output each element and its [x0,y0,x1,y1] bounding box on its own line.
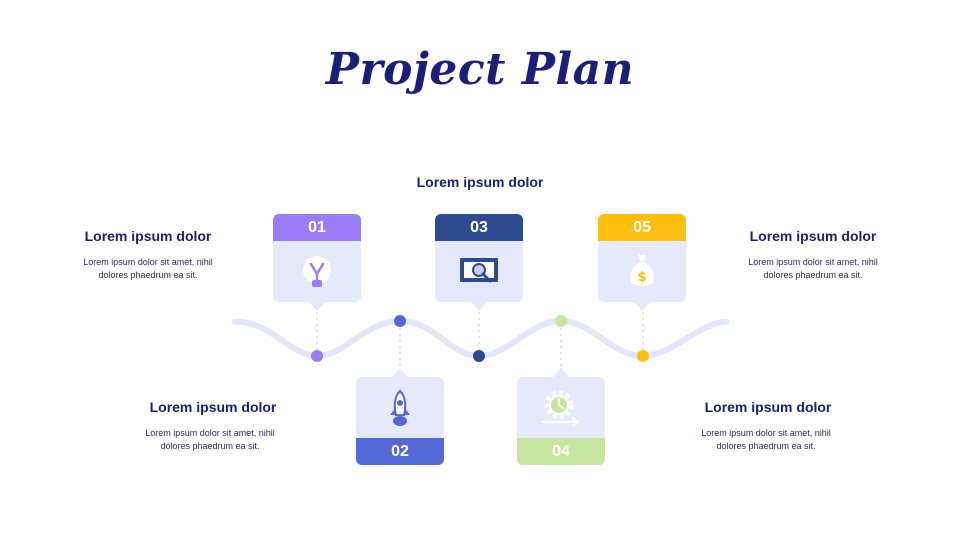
pointer-03 [471,302,487,311]
step-card-05: 05 $ [598,214,686,302]
step-card-02: 02 [356,377,444,465]
dot-05 [637,350,649,362]
pointer-01 [309,302,325,311]
note-heading-top-right: Lorem ipsum dolor [749,228,877,244]
pointer-02 [392,368,408,377]
note-heading-bottom-right: Lorem ipsum dolor [704,399,832,415]
pointer-05 [634,302,650,311]
dot-01 [311,350,323,362]
dot-03 [473,350,485,362]
note-text-bottom-left: Lorem ipsum dolor sit amet, nihil dolore… [145,428,275,451]
gear-clock-icon [541,390,580,428]
step-card-03: 03 [435,214,523,302]
note-heading-bottom-left: Lorem ipsum dolor [149,399,277,415]
svg-text:$: $ [637,270,646,285]
step-number-04: 04 [517,438,605,465]
dot-04 [555,315,567,327]
step-card-04: 04 [517,377,605,465]
rocket-icon [390,389,410,426]
page-title: Project Plan [325,44,635,95]
note-heading-top-left: Lorem ipsum dolor [84,228,212,244]
step-card-01: 01 [273,214,361,302]
step-number-01: 01 [273,214,361,241]
center-heading: Lorem ipsum dolor [416,174,544,190]
dot-02 [394,315,406,327]
magnifier-screen-icon [460,258,498,283]
step-number-02: 02 [356,438,444,465]
note-text-top-right: Lorem ipsum dolor sit amet, nihil dolore… [748,257,878,280]
lightbulb-icon [303,256,331,287]
money-bag-icon: $ [630,255,654,286]
step-number-05: 05 [598,214,686,241]
note-text-top-left: Lorem ipsum dolor sit amet, nihil dolore… [83,257,213,280]
pointer-04 [553,368,569,377]
step-number-03: 03 [435,214,523,241]
note-text-bottom-right: Lorem ipsum dolor sit amet, nihil dolore… [701,428,831,451]
